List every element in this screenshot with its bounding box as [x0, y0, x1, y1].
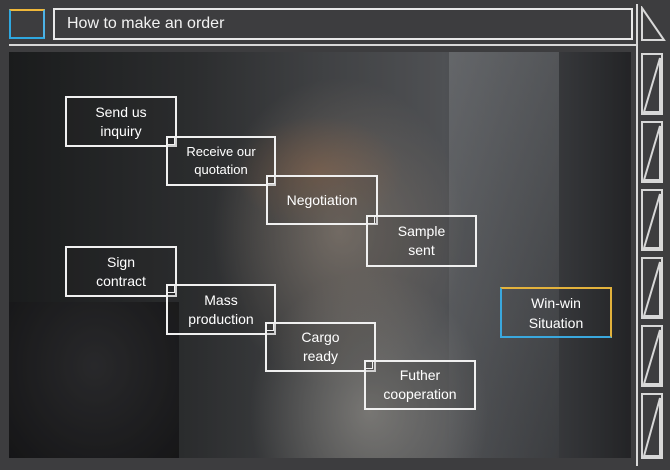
step-mass-production: Mass production	[166, 284, 276, 335]
step-text: quotation	[194, 162, 248, 177]
step-cargo-ready: Cargo ready	[265, 322, 376, 372]
step-text: Futher	[399, 367, 441, 383]
step-negotiation: Negotiation	[266, 175, 378, 225]
connector-square	[265, 322, 274, 331]
win-win-text: Win-win	[531, 294, 581, 311]
win-win-text: Situation	[528, 314, 584, 331]
step-receive-quotation: Receive our quotation	[166, 136, 276, 186]
page-title: How to make an order	[67, 15, 225, 32]
step-text: Sign	[106, 253, 136, 270]
connector-square	[366, 215, 375, 224]
step-text: cooperation	[383, 386, 457, 402]
step-text: Sample	[397, 223, 446, 239]
step-text: inquiry	[100, 122, 142, 139]
side-divider	[636, 4, 638, 466]
step-send-inquiry: Send us inquiry	[65, 96, 177, 147]
header-divider	[9, 44, 637, 46]
step-text: Mass	[204, 291, 238, 308]
triangle-strip-icon	[641, 53, 663, 459]
logo-square	[9, 9, 45, 39]
step-sample-sent: Sample sent	[366, 215, 477, 267]
step-text: sent	[408, 242, 435, 258]
connector-square	[266, 175, 275, 184]
window-light	[449, 52, 559, 458]
step-text: production	[188, 310, 254, 327]
step-text: ready	[302, 348, 338, 364]
connector-square	[166, 284, 175, 293]
step-text: Send us	[95, 103, 147, 120]
corner-triangle-icon	[641, 6, 666, 41]
step-text: Cargo	[301, 329, 340, 345]
chair-shadow	[9, 302, 179, 458]
step-further-cooperation: Futher cooperation	[364, 360, 476, 410]
background-photo	[9, 52, 631, 458]
step-text: contract	[96, 272, 146, 289]
step-sign-contract: Sign contract	[65, 246, 177, 297]
step-text: Negotiation	[286, 191, 358, 208]
connector-square	[364, 360, 373, 369]
connector-square	[166, 136, 175, 145]
decorative-side-strip	[640, 52, 666, 462]
step-text: Receive our	[186, 144, 256, 159]
page-title-bar: How to make an order	[53, 8, 633, 40]
photo-overlay	[9, 52, 631, 458]
